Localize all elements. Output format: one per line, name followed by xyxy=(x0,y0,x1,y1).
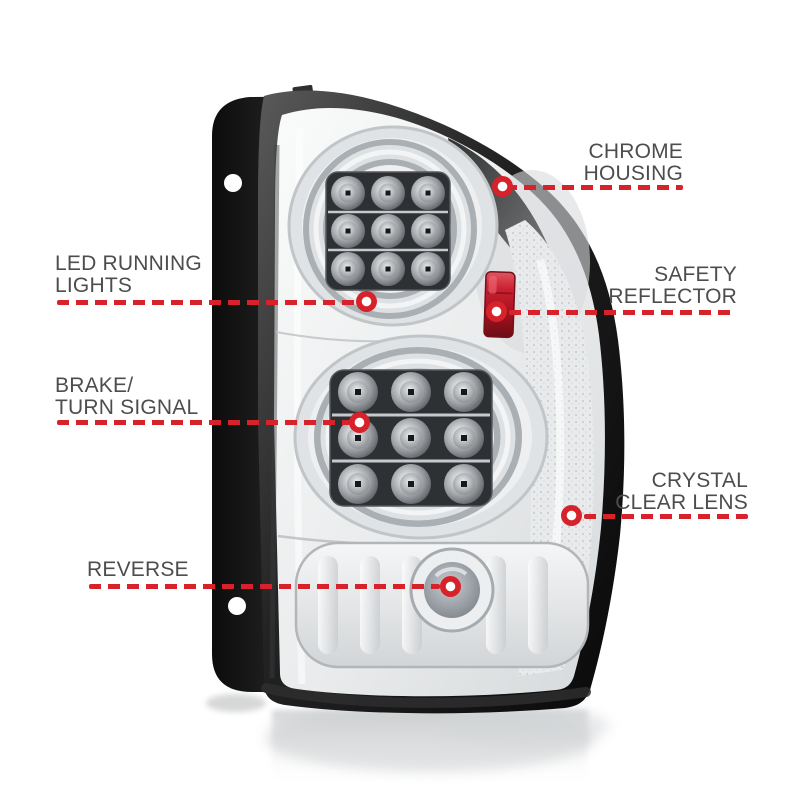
callout-label-line: LED RUNNING xyxy=(55,252,202,275)
callout-leader-led-running-lights xyxy=(57,300,357,305)
reverse-bulb xyxy=(409,547,495,633)
callout-dot-safety-reflector xyxy=(486,301,507,322)
callout-leader-brake-turn-signal xyxy=(57,420,350,425)
led-light-guide-ring-top xyxy=(303,139,477,319)
callout-label-line: REFLECTOR xyxy=(608,285,737,308)
callout-dot-crystal-clear-lens xyxy=(561,505,582,526)
led-panel-top xyxy=(325,171,451,291)
bottom-trim xyxy=(261,683,591,708)
callout-label-line: SAFETY xyxy=(654,263,737,286)
callout-label-line: BRAKE/ xyxy=(55,374,134,397)
callout-dot-brake-turn-signal xyxy=(349,412,370,433)
callout-safety-reflector: SAFETY REFLECTOR xyxy=(537,264,737,308)
reverse-light-chamber xyxy=(294,541,590,669)
callout-label-line: LIGHTS xyxy=(55,274,133,297)
callout-dot-led-running-lights xyxy=(356,291,377,312)
callout-leader-reverse xyxy=(89,584,440,589)
callout-dot-chrome-housing xyxy=(492,176,513,197)
mounting-hole-bottom xyxy=(228,597,246,615)
callout-leader-crystal-clear-lens xyxy=(584,514,748,519)
callout-leader-chrome-housing xyxy=(505,185,683,190)
callout-label-line: HOUSING xyxy=(583,162,683,185)
callout-led-running-lights: LED RUNNING LIGHTS xyxy=(55,253,202,297)
callout-chrome-housing: CHROME HOUSING xyxy=(483,141,683,185)
led-light-guide-ring-middle xyxy=(314,347,522,527)
callout-reverse: REVERSE xyxy=(87,559,189,581)
callout-label-line: TURN SIGNAL xyxy=(55,396,199,419)
callout-label-line: CLEAR LENS xyxy=(615,491,748,514)
brake-turn-signal-chamber xyxy=(293,334,549,540)
led-panel-middle xyxy=(329,369,493,507)
floor-reflection xyxy=(206,694,610,790)
callout-dot-reverse xyxy=(440,576,461,597)
led-running-lights-chamber xyxy=(287,125,499,327)
mounting-hole-top xyxy=(224,174,242,192)
callout-label-line: CRYSTAL xyxy=(651,469,748,492)
callout-crystal-clear-lens: CRYSTAL CLEAR LENS xyxy=(548,470,748,514)
callout-label-line: CHROME xyxy=(588,140,683,163)
callout-leader-safety-reflector xyxy=(509,310,737,315)
callout-label-line: REVERSE xyxy=(87,558,189,581)
callout-brake-turn-signal: BRAKE/ TURN SIGNAL xyxy=(55,375,198,419)
